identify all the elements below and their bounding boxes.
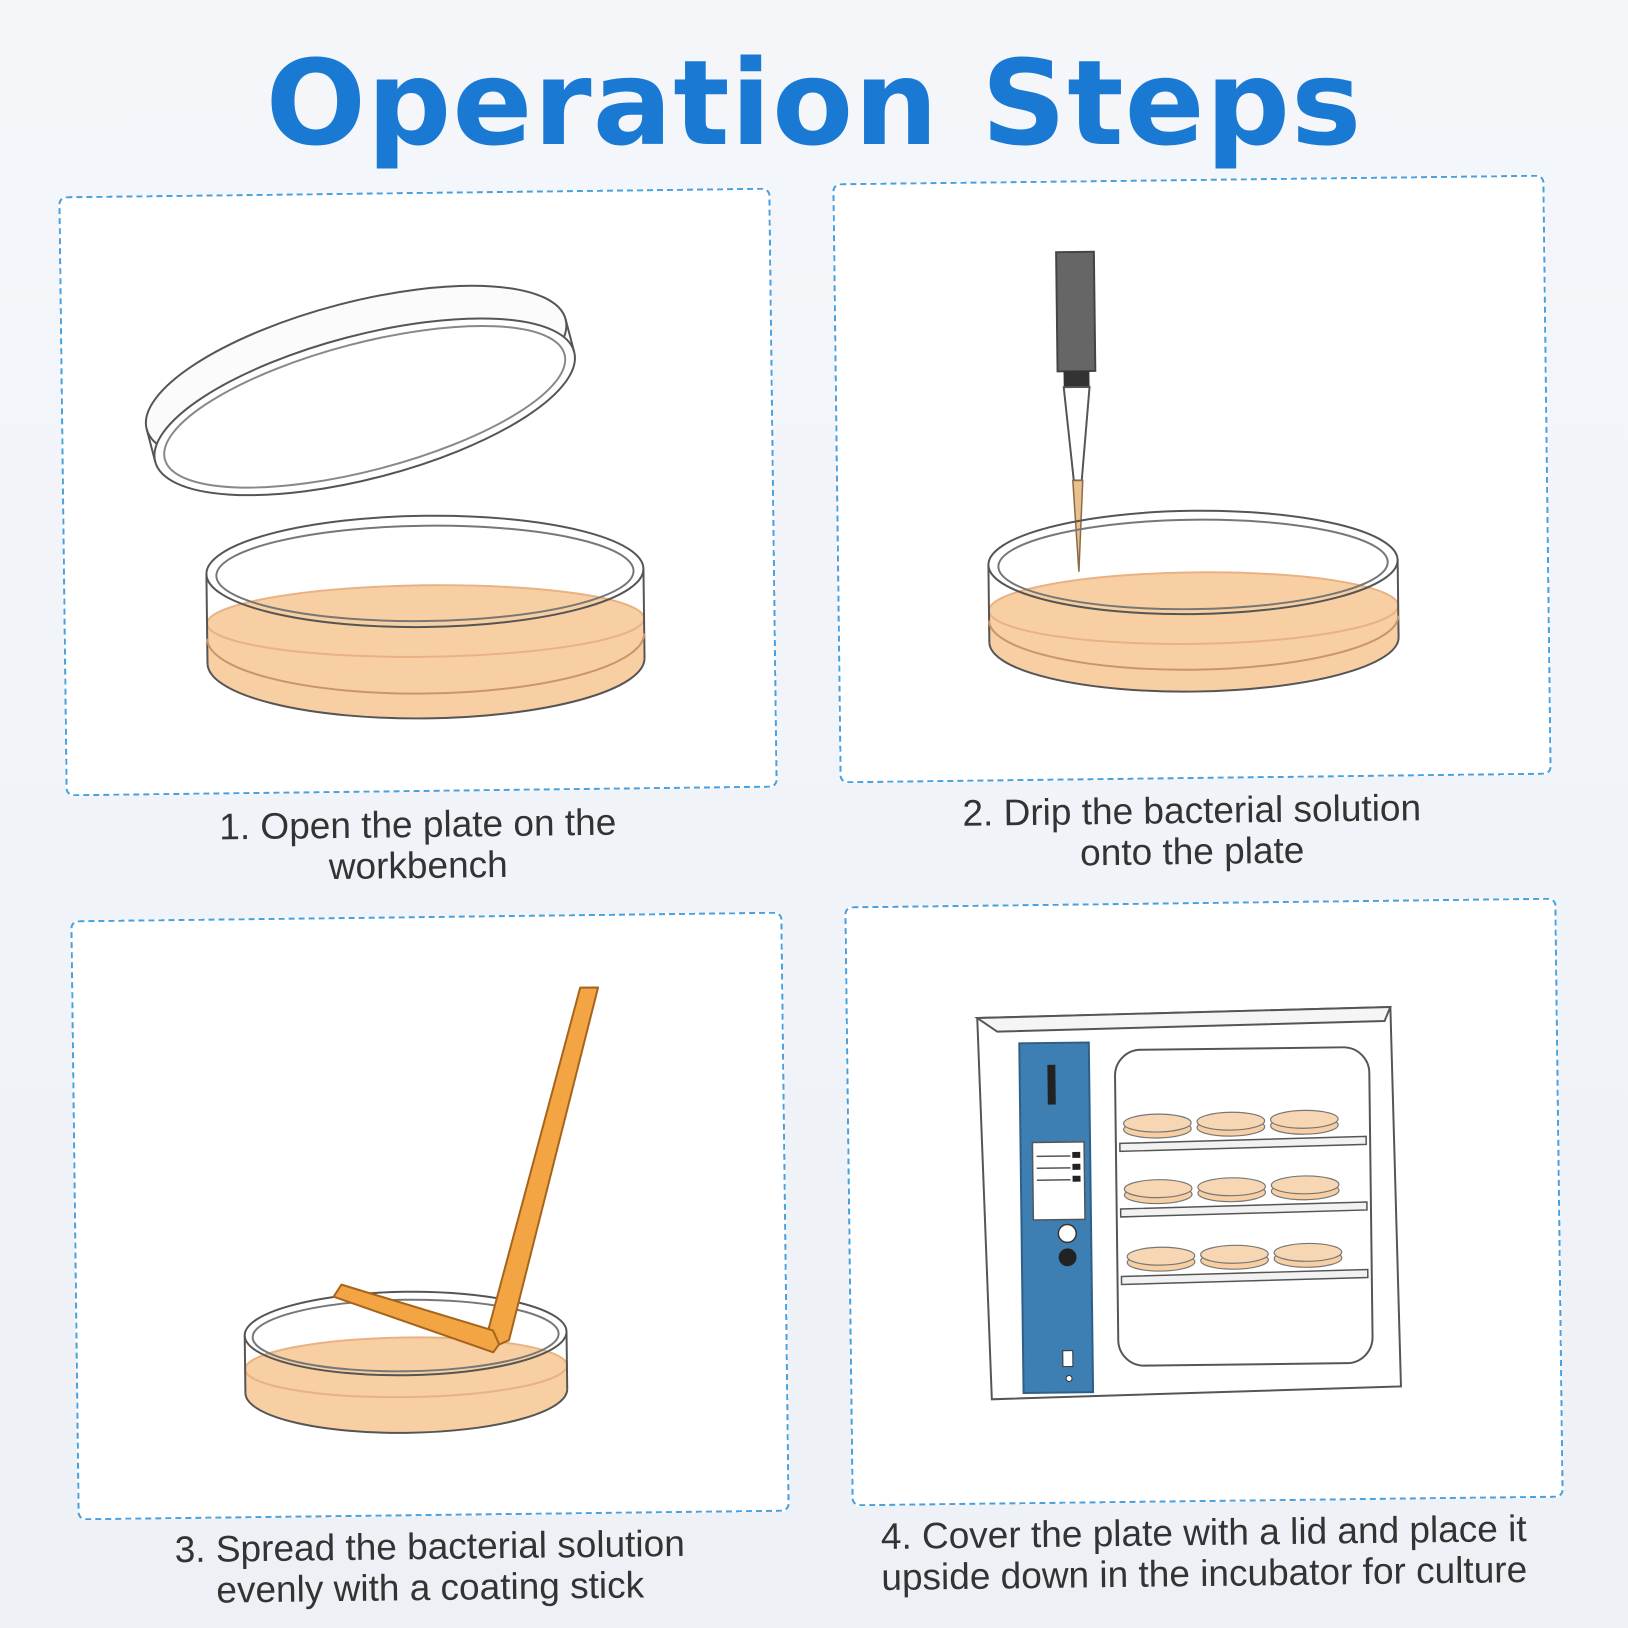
step-1-caption: 1. Open the plate on the workbench <box>218 801 617 888</box>
incubator-with-plates-icon <box>974 1005 1402 1401</box>
step-4-caption: 4. Cover the plate with a lid and place … <box>880 1508 1528 1598</box>
step-4-panel <box>844 897 1564 1507</box>
step-2-panel <box>832 174 1552 784</box>
page-title: Operation Steps <box>265 34 1363 172</box>
step-3-caption: 3. Spread the bacterial solution evenly … <box>174 1522 686 1611</box>
coating-stick-spreading-icon <box>243 986 600 1434</box>
step-1-panel <box>58 187 778 797</box>
step-2-caption: 2. Drip the bacterial solution onto the … <box>962 787 1422 874</box>
step-3-panel <box>70 911 790 1521</box>
open-petri-dish-icon <box>144 284 646 720</box>
pipette-dropping-icon <box>987 250 1400 693</box>
